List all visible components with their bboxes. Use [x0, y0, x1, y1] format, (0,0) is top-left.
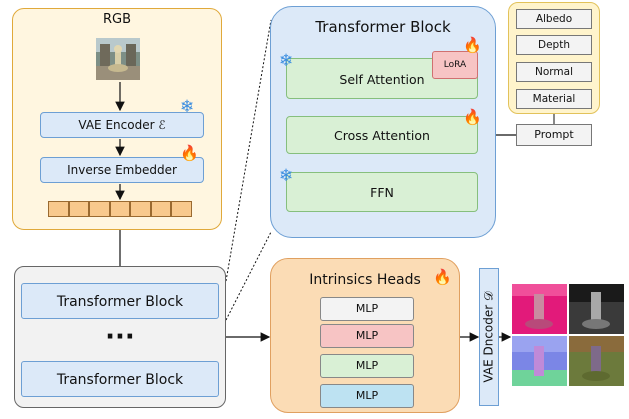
ffn-label: FFN	[370, 185, 394, 200]
prompt-item-depth: Depth	[516, 35, 592, 55]
vae-decoder-label: VAE Dncoder 𝒟	[481, 291, 496, 383]
transformer-block-bottom: Transformer Block	[21, 361, 219, 397]
trainable-fire-icon: 🔥	[180, 144, 199, 162]
material-output-image	[569, 336, 624, 386]
transformer-block-label: Transformer Block	[56, 294, 184, 310]
transformer-block-detail-title: Transformer Block	[315, 18, 451, 36]
mlp-head-1: MLP	[320, 297, 414, 321]
trainable-fire-icon: 🔥	[463, 36, 482, 54]
transformer-block-label: Transformer Block	[56, 372, 184, 388]
latent-token	[48, 201, 69, 217]
self-attention-label: Self Attention	[339, 72, 425, 87]
latent-token	[109, 201, 130, 217]
rgb-panel-title: RGB	[102, 12, 132, 27]
inverse-embedder-label: Inverse Embedder	[67, 163, 177, 177]
frozen-snowflake-icon: ❄	[279, 166, 294, 186]
lora-label: LoRA	[443, 60, 467, 70]
latent-token	[89, 201, 110, 217]
albedo-output-image	[512, 284, 567, 334]
intrinsics-heads-title: Intrinsics Heads	[309, 272, 421, 288]
latent-token	[171, 201, 192, 217]
vae-encoder-label: VAE Encoder ℰ	[78, 118, 166, 132]
ellipsis: ···	[105, 322, 135, 352]
mlp-head-4: MLP	[320, 384, 414, 408]
transformer-block-top: Transformer Block	[21, 283, 219, 319]
input-rgb-image	[96, 38, 140, 80]
latent-token-row	[48, 201, 192, 217]
depth-output-image	[569, 284, 624, 334]
frozen-snowflake-icon: ❄	[180, 97, 195, 117]
latent-token	[150, 201, 171, 217]
mlp-head-2: MLP	[320, 324, 414, 348]
inverse-embedder-box: Inverse Embedder	[40, 157, 204, 183]
prompt-item-albedo: Albedo	[516, 9, 592, 29]
cross-attention-box: Cross Attention	[286, 116, 478, 154]
prompt-box: Prompt	[516, 124, 592, 146]
lora-box: LoRA	[432, 51, 478, 79]
normal-output-image	[512, 336, 567, 386]
vae-decoder-box	[479, 268, 499, 406]
latent-token	[68, 201, 89, 217]
prompt-item-normal: Normal	[516, 62, 592, 82]
mlp-head-3: MLP	[320, 354, 414, 378]
prompt-item-material: Material	[516, 89, 592, 109]
vae-encoder-box: VAE Encoder ℰ	[40, 112, 204, 138]
trainable-fire-icon: 🔥	[433, 268, 452, 286]
trainable-fire-icon: 🔥	[463, 108, 482, 126]
ffn-box: FFN	[286, 172, 478, 212]
latent-token	[130, 201, 151, 217]
frozen-snowflake-icon: ❄	[279, 51, 294, 71]
cross-attention-label: Cross Attention	[334, 128, 430, 143]
